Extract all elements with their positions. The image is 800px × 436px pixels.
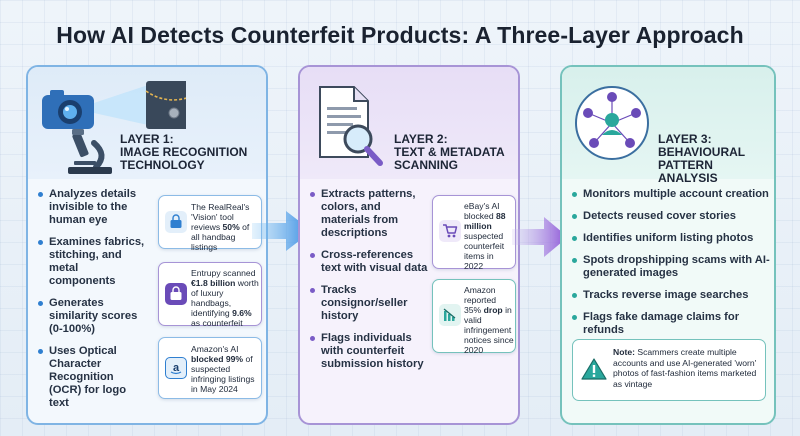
amazon-drop-stat-text: Amazon reported 35% drop in valid infrin… [464,285,514,355]
layer2-title: Layer 2: Text & Metadata Scanning [394,133,505,172]
network-people-icon [575,86,649,160]
layer3-title-line2: Behavioural [658,145,746,159]
entrupy-stat-text: Entrupy scanned €1.8 billion worth of lu… [191,268,259,328]
layer3-bullet: Monitors multiple account creation [572,188,772,201]
layer3-title: Layer 3: Behavioural Pattern Analysis [658,133,774,185]
layer3-bullet: Detects reused cover stories [572,210,772,223]
ebay-stat-card: eBay's AI blocked 88 million suspected c… [432,195,516,271]
layer1-panel: Layer 1: Image Recognition Technology An… [26,65,268,425]
layer3-bullet-list: Monitors multiple account creation Detec… [572,188,772,346]
layer2-bullet: Tracks consignor/seller history [310,284,428,323]
amazon-blocked-stat-card: a Amazon's AI blocked 99% of suspected i… [158,337,262,399]
layer1-title-line1: Layer 1: [120,132,174,146]
handbag-icon [165,283,187,305]
layer3-panel: Layer 3: Behavioural Pattern Analysis Mo… [560,65,776,425]
layer1-bullet: Uses Optical Character Recognition (OCR)… [38,345,146,410]
ebay-stat-text: eBay's AI blocked 88 million suspected c… [464,201,506,271]
layer1-bullet-list: Analyzes details invisible to the human … [38,188,146,419]
layer1-title-line3: Technology [120,158,205,172]
camera-microscope-icon [42,81,186,174]
amazon-logo-icon: a [165,357,187,379]
scammer-note-text: Note: Scammers create multiple accounts … [613,347,757,389]
layer1-title: Layer 1: Image Recognition Technology [120,133,247,172]
layer2-panel: Layer 2: Text & Metadata Scanning Extrac… [298,65,520,425]
layer3-bullet: Tracks reverse image searches [572,289,772,302]
layer2-title-line1: Layer 2: [394,132,448,146]
warning-icon [581,358,607,380]
layer2-bullet: Cross-references text with visual data [310,249,428,275]
layer3-bullet: Spots dropshipping scams with AI-generat… [572,254,772,280]
arrow-right-icon [252,211,312,251]
layer1-bullet: Examines fabrics, stitching, and metal c… [38,236,146,288]
layer2-bullet: Extracts patterns, colors, and materials… [310,188,428,240]
layer1-title-line2: Image Recognition [120,145,248,159]
svg-text:a: a [173,362,180,374]
handbag-icon [165,211,187,233]
realreal-stat-card: The RealReal's 'Vision' tool reviews 50%… [158,195,262,252]
cart-icon [439,220,461,242]
layer2-title-line3: Scanning [394,158,459,172]
amazon-drop-stat-card: Amazon reported 35% drop in valid infrin… [432,279,516,355]
chart-down-icon [439,304,461,326]
layer1-bullet: Generates similarity scores (0-100%) [38,297,146,336]
layer3-bullet: Identifies uniform listing photos [572,232,772,245]
page-title: How AI Detects Counterfeit Products: A T… [56,22,744,48]
entrupy-stat-card: Entrupy scanned €1.8 billion worth of lu… [158,262,262,328]
scammer-note-card: Note: Scammers create multiple accounts … [572,339,766,401]
layer1-bullet: Analyzes details invisible to the human … [38,188,146,227]
layer3-bullet: Flags fake damage claims for refunds [572,311,772,337]
layer3-title-line1: Layer 3: [658,132,712,146]
layer2-bullet-list: Extracts patterns, colors, and materials… [310,188,428,380]
layer2-bullet: Flags individuals with counterfeit submi… [310,332,428,371]
arrow-right-icon [512,217,568,257]
layer3-title-line3: Pattern Analysis [658,158,718,185]
document-magnifier-icon [319,86,383,166]
realreal-stat-text: The RealReal's 'Vision' tool reviews 50%… [191,202,250,252]
layer2-title-line2: Text & Metadata [394,145,505,159]
amazon-blocked-stat-text: Amazon's AI blocked 99% of suspected inf… [191,344,255,394]
